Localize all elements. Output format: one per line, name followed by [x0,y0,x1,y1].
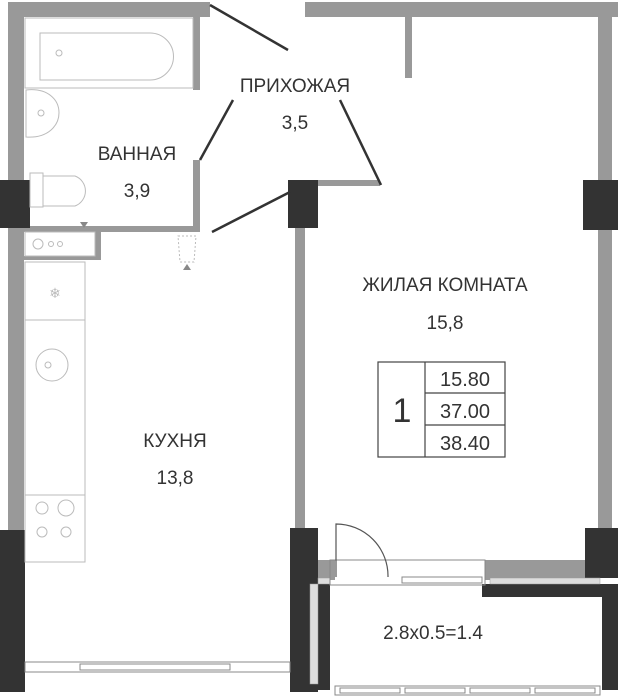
walls [8,2,618,580]
room-area-bathroom: 3,9 [124,181,150,202]
area-summary-table: 1 15.80 37.00 38.40 [377,361,506,458]
kitchen-counter: ❄ [24,261,86,563]
windows [24,559,601,696]
room-area-hallway: 3,5 [282,113,308,134]
sink-icon [25,89,60,138]
room-area-kitchen: 13,8 [157,468,194,489]
room-area-living: 15,8 [427,313,464,334]
room-name-bathroom: ВАННАЯ [98,144,177,165]
washing-machine-icon [24,222,96,257]
svg-text:❄: ❄ [49,286,61,302]
toilet-icon [29,172,86,208]
balcony-area: 2.8x0.5=1.4 [383,623,483,644]
doors [198,3,389,578]
rooms-count: 1 [393,392,412,430]
total-with-balcony-value: 38.40 [440,433,490,455]
room-name-hallway: ПРИХОЖАЯ [240,76,350,97]
columns [0,180,618,692]
room-name-kitchen: КУХНЯ [143,431,206,452]
insulation [309,577,601,685]
living-area-value: 15.80 [440,369,490,391]
hallway-closet-icon [177,235,197,270]
bathtub-icon [24,17,194,89]
room-name-living: ЖИЛАЯ КОМНАТА [362,275,528,296]
total-area-value: 37.00 [440,401,490,423]
